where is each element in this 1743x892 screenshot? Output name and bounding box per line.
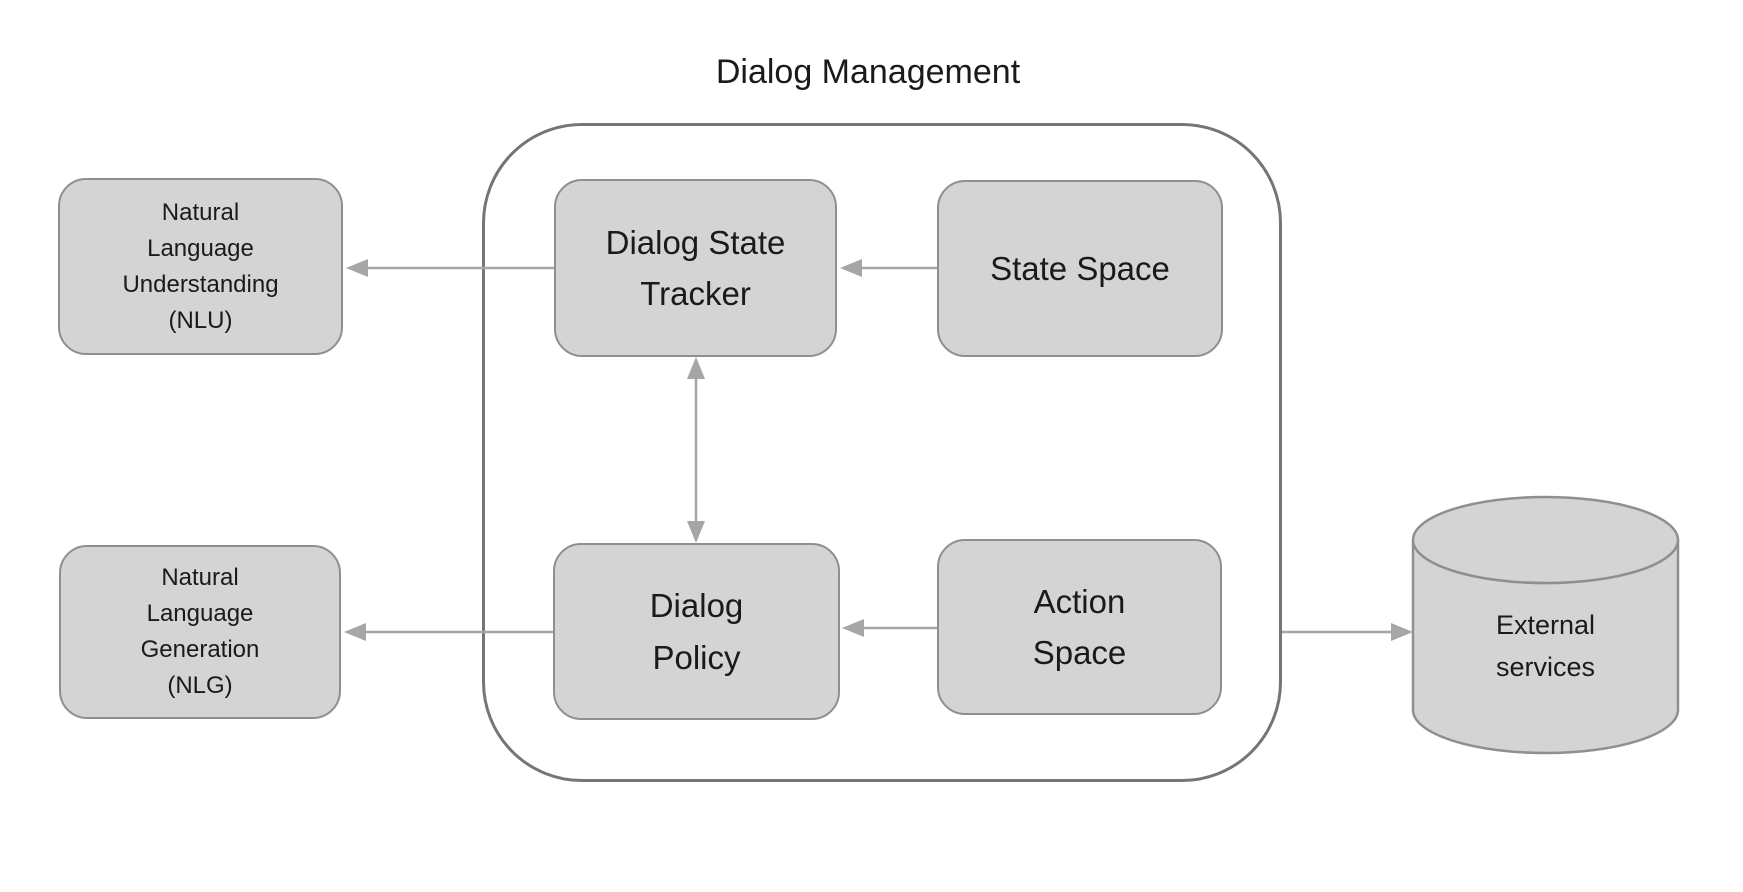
node-dialog-policy-label: Dialog Policy bbox=[649, 587, 744, 676]
node-nlg-label: Natural Language Generation (NLG) bbox=[140, 564, 260, 699]
node-nlu-label: Natural Language Understanding (NLU) bbox=[122, 198, 279, 334]
dialog-management-container bbox=[482, 123, 1282, 782]
arrow-container-to-external bbox=[1282, 623, 1413, 641]
node-nlg: Natural Language Generation (NLG) bbox=[59, 545, 341, 719]
node-dialog-state-tracker-label: Dialog State Tracker bbox=[605, 223, 786, 312]
node-external-services-label: External services bbox=[1495, 610, 1596, 682]
node-state-space-label: State Space bbox=[990, 249, 1170, 287]
node-state-space: State Space bbox=[937, 180, 1223, 357]
diagram-title: Dialog Management bbox=[715, 53, 1021, 91]
node-nlu: Natural Language Understanding (NLU) bbox=[58, 178, 343, 355]
node-action-space: Action Space bbox=[937, 539, 1222, 715]
node-dialog-policy: Dialog Policy bbox=[553, 543, 840, 720]
node-external-services: External services bbox=[1413, 600, 1678, 694]
node-action-space-label: Action Space bbox=[1032, 582, 1127, 671]
node-dialog-state-tracker: Dialog State Tracker bbox=[554, 179, 837, 357]
